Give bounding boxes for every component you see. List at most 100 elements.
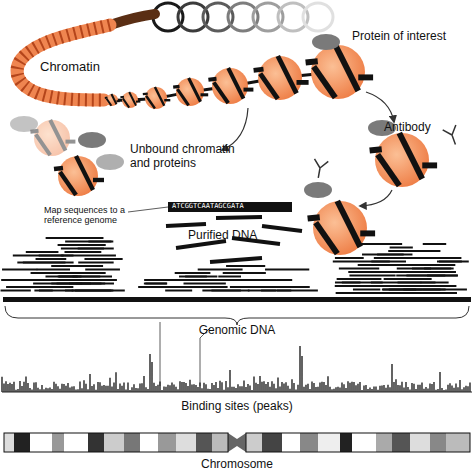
sequence-read	[401, 278, 432, 280]
wrapped-dna	[378, 155, 400, 186]
wrapped-dna	[177, 89, 188, 105]
sequence-read	[69, 283, 114, 285]
sequence-read	[165, 290, 192, 292]
chromosome-band	[64, 433, 88, 452]
chromosome-band	[318, 433, 340, 452]
nucleosome	[105, 94, 120, 106]
chromosome-band	[340, 433, 352, 452]
dna-fragment	[176, 241, 226, 248]
histone-core	[122, 92, 138, 108]
chromosome-band	[14, 433, 30, 452]
linker-dna	[358, 74, 373, 80]
chromatin-fiber-lead	[110, 14, 155, 25]
sequence-read	[51, 265, 103, 267]
linker-dna	[370, 149, 382, 150]
histone-core	[258, 56, 302, 100]
sequence-read	[64, 251, 101, 253]
chromosome-band	[88, 433, 104, 452]
wrapped-dna	[123, 98, 129, 107]
chromosome-band	[212, 433, 228, 452]
chromosome-band	[52, 433, 64, 452]
antibody-symbol	[311, 159, 328, 179]
sequence-read	[400, 292, 457, 294]
antibody-arms	[311, 159, 328, 179]
chromosome-outline	[246, 433, 470, 452]
protein-of-interest	[304, 182, 332, 198]
wrapped-dna	[189, 78, 201, 102]
sequence-read	[335, 257, 364, 259]
chromosome-band	[430, 433, 446, 452]
histone-core	[311, 45, 365, 99]
sequence-read	[353, 289, 380, 291]
sequence-read	[53, 279, 97, 281]
sequence-read	[239, 272, 266, 274]
chromosome-band	[352, 433, 376, 452]
wrapped-dna	[260, 74, 278, 99]
chromosome-band	[246, 433, 262, 452]
wrapped-dna	[146, 96, 155, 109]
sequence-read	[357, 271, 380, 273]
chromosome-band	[176, 433, 196, 452]
sequence-read	[36, 258, 67, 260]
sequence-read	[343, 292, 361, 294]
linker-dna	[297, 80, 309, 85]
sequence-read	[40, 272, 69, 274]
sequence-read	[179, 276, 207, 278]
chromosome-band	[410, 433, 430, 452]
nucleosome	[208, 68, 253, 104]
sequence-read	[173, 279, 226, 281]
sequence-read	[273, 286, 310, 288]
dna-fragment	[216, 217, 262, 218]
sequence-read	[34, 290, 52, 292]
histone-core	[145, 87, 167, 109]
sequence-read	[374, 257, 408, 259]
chromosome-band	[140, 433, 158, 452]
linker-dna	[143, 92, 148, 95]
linker-dna	[360, 230, 375, 236]
wrapped-dna	[399, 133, 422, 179]
chromatin-fiber-texture	[17, 25, 110, 100]
histone-core	[176, 78, 204, 106]
chromosome-band	[158, 433, 176, 452]
sequence-read	[265, 269, 309, 271]
histone-core	[212, 68, 248, 104]
sequence-read	[371, 261, 406, 263]
sequence-read	[58, 244, 84, 246]
sequence-read	[424, 268, 454, 270]
sequence-read	[202, 290, 249, 292]
sequence-read	[1, 290, 31, 292]
sequence-read	[383, 289, 422, 291]
unbound-label: Unbound chromatin and proteins	[130, 143, 240, 171]
sequence-read	[45, 276, 81, 278]
protein-of-interest	[312, 34, 340, 50]
linker-dna	[120, 96, 124, 98]
sequence-read	[65, 241, 111, 243]
nucleosome	[308, 201, 376, 255]
sequence-read	[2, 269, 37, 271]
wrapped-dna	[316, 223, 338, 254]
linker-dna	[208, 77, 216, 82]
nucleosome	[120, 92, 140, 108]
chromatin-coil-loop	[303, 3, 333, 31]
sequence-read	[13, 255, 64, 257]
linker-dna	[54, 168, 63, 169]
histone-core	[375, 133, 429, 187]
histone-core	[34, 120, 70, 156]
peak-signal	[2, 346, 470, 392]
linker-dna	[173, 85, 179, 89]
sequence-read	[230, 286, 276, 288]
linker-dna	[308, 217, 320, 218]
purified-label: Purified DNA	[188, 229, 257, 243]
chromosome-band	[300, 433, 318, 452]
wrapped-dna	[214, 82, 228, 103]
sequence-read	[46, 237, 104, 239]
sequence-read	[406, 275, 457, 277]
wrapped-dna	[60, 172, 76, 195]
chromosome-band	[392, 433, 410, 452]
chromosome-band	[262, 433, 282, 452]
chromosome-band	[446, 433, 470, 452]
histone-core	[58, 156, 98, 196]
sequence-read	[84, 258, 122, 260]
sequence-read	[439, 261, 469, 263]
